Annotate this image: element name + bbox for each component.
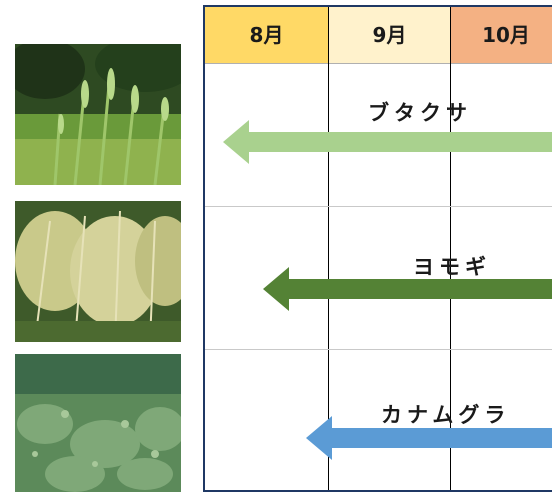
period-arrow-japanese-hop bbox=[306, 416, 552, 460]
month-header-august: 8月 bbox=[205, 7, 328, 64]
plant-label-ragweed: ブタクサ bbox=[368, 101, 472, 125]
japanese-hop-photo bbox=[15, 354, 181, 492]
row-divider bbox=[205, 206, 552, 207]
pollen-season-chart: 8月 9月 10月 ブタクサ ヨモギ カナムグラ bbox=[203, 5, 552, 492]
plant-label-japanese-hop: カナムグラ bbox=[381, 403, 511, 427]
row-divider bbox=[205, 349, 552, 350]
period-arrow-mugwort bbox=[263, 267, 552, 311]
month-header-october: 10月 bbox=[451, 7, 552, 64]
month-divider bbox=[328, 7, 329, 490]
ragweed-photo bbox=[15, 44, 181, 185]
period-arrow-ragweed bbox=[223, 120, 552, 164]
month-divider bbox=[450, 7, 451, 490]
month-header-september: 9月 bbox=[329, 7, 450, 64]
mugwort-photo bbox=[15, 201, 181, 342]
plant-label-mugwort: ヨモギ bbox=[413, 255, 491, 279]
